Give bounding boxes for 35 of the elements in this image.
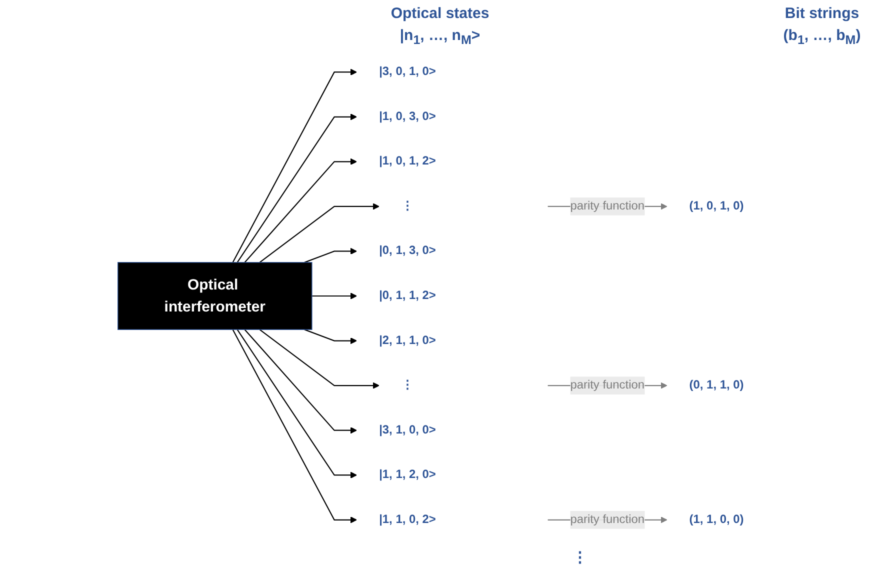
node-text: |0, 1, 1, 2>	[379, 289, 436, 302]
arrow	[244, 158, 357, 263]
node-text: |3, 0, 1, 0>	[379, 65, 436, 78]
node-text: ⋮	[402, 200, 414, 212]
node-text: (1, 0, 1, 0)	[689, 200, 744, 212]
node-text: (1, 1, 0, 0)	[689, 513, 744, 526]
arrow	[259, 329, 380, 389]
arrow	[232, 329, 357, 524]
column-heading: Bit strings	[784, 4, 860, 24]
arrow	[236, 329, 357, 478]
column-heading: (b$_{1}$, …, b$_{M}$)	[782, 26, 862, 49]
node-text: |3, 1, 0, 0>	[379, 424, 436, 436]
column-heading: Optical states	[390, 4, 490, 24]
arrow	[232, 68, 357, 263]
edge-label: parity function	[570, 378, 645, 392]
edge-label: parity function	[570, 200, 645, 212]
node-text: |1, 0, 3, 0>	[379, 110, 436, 123]
node-text: |2, 1, 1, 0>	[379, 334, 436, 347]
node-text: |0, 1, 3, 0>	[379, 244, 436, 258]
node-text: |1, 0, 1, 2>	[379, 154, 436, 168]
arrow	[236, 114, 357, 263]
edge-label: parity function	[570, 513, 645, 526]
node-text: (0, 1, 1, 0)	[689, 378, 744, 392]
arrow	[304, 329, 357, 344]
arrow	[304, 248, 357, 263]
node-box	[118, 262, 312, 330]
node-text: |1, 1, 0, 2>	[379, 513, 436, 526]
arrow	[259, 203, 380, 263]
node-text: ⋮	[402, 378, 414, 392]
arrow	[244, 329, 357, 434]
node-text: |1, 1, 2, 0>	[379, 468, 436, 482]
ellipsis-mark: ⋮	[572, 548, 588, 568]
arrow	[312, 292, 357, 300]
column-heading: |n$_{1}$, …, n$_{M}$>	[398, 26, 482, 49]
flowchart-drawing: parity function parity function parity function Optical interferometer |3, 0, 1, 0> |1, 0, 3, 0> |1, 0, 1, 2> ⋮ |0, 1, 3, 0> |0, 1, 1, 2> |2, 1, 1, 0> ⋮ |3, 1, 0, 0> |1, 1, 2, 0> |1, 1, 0, 2> (1, 0, 1, 0) (0, 1, 1, 0) (1, 1, 0, 0)	[0, 46, 884, 546]
